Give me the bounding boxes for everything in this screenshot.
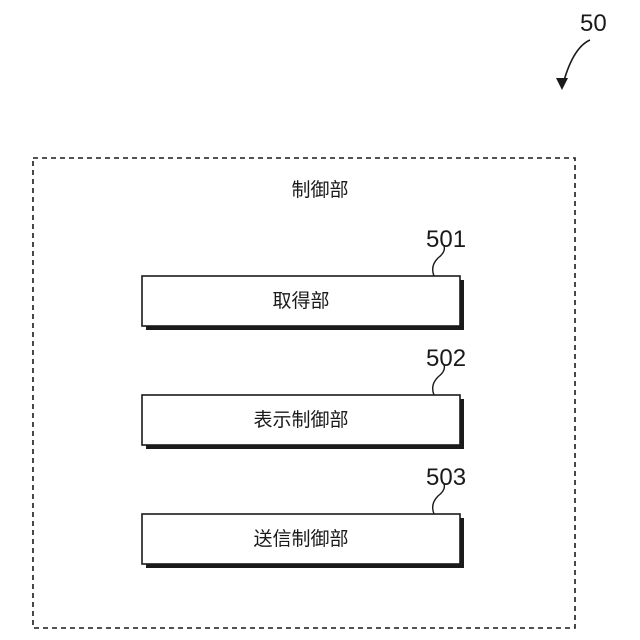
container-label: 制御部 — [0, 178, 640, 202]
reference-arrowhead — [556, 78, 568, 90]
figure-reference-number: 50 — [580, 12, 607, 36]
block-label: 送信制御部 — [142, 527, 460, 551]
block-label: 取得部 — [142, 289, 460, 313]
block-label: 表示制御部 — [142, 408, 460, 432]
block-reference-number: 501 — [426, 228, 466, 252]
block-reference-number: 502 — [426, 347, 466, 371]
block-reference-number: 503 — [426, 466, 466, 490]
